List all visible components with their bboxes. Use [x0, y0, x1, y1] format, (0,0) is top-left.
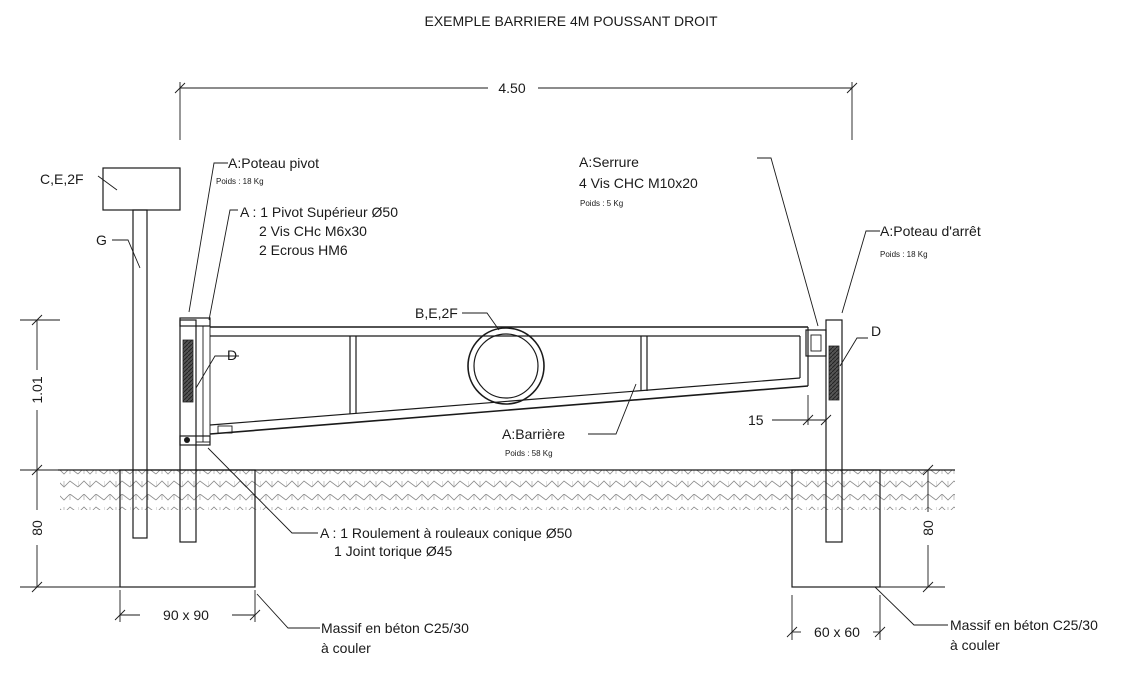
pad-right-label: D — [871, 323, 881, 339]
pivot-post-label: A:Poteau pivot — [228, 155, 319, 171]
lock-label: A:Serrure — [579, 154, 639, 170]
bearing-line-2: 1 Joint torique Ø45 — [334, 543, 453, 559]
pivot-top-line-3: 2 Ecrous HM6 — [259, 242, 348, 258]
footing-right-label: 60 x 60 — [814, 624, 860, 640]
stop-post-weight: Poids : 18 Kg — [880, 250, 928, 259]
pivot-post-weight: Poids : 18 Kg — [216, 177, 264, 186]
lock-weight: Poids : 5 Kg — [580, 199, 623, 208]
bearing-line-1: A : 1 Roulement à rouleaux conique Ø50 — [320, 525, 572, 541]
drawing-title: EXEMPLE BARRIERE 4M POUSSANT DROIT — [424, 13, 717, 29]
barrier-label: A:Barrière — [502, 426, 565, 442]
depth-dimension-left: 80 — [20, 470, 120, 593]
concrete-footing-left — [119, 469, 256, 588]
pole-label: G — [96, 232, 107, 248]
control-box — [102, 167, 181, 211]
depth-label-left: 80 — [29, 520, 45, 536]
height-dimension: 1.01 — [20, 314, 60, 476]
barrier-arm — [209, 326, 827, 435]
concrete-footing-right — [791, 469, 881, 588]
leader-lines — [97, 157, 948, 629]
concrete-right-line-1: Massif en béton C25/30 — [950, 617, 1098, 633]
concrete-left-line-2: à couler — [321, 640, 371, 656]
gap-label: 15 — [748, 412, 764, 428]
lock-screws-label: 4 Vis CHC M10x20 — [579, 175, 698, 191]
stop-post — [825, 319, 843, 543]
footing-left-label: 90 x 90 — [163, 607, 209, 623]
pivot-top-line-1: A : 1 Pivot Supérieur Ø50 — [240, 204, 398, 220]
barrier-weight: Poids : 58 Kg — [505, 449, 553, 458]
footing-dimension-right: 60 x 60 — [786, 595, 886, 640]
overall-width-dimension: 4.50 — [174, 80, 858, 140]
stop-post-label: A:Poteau d'arrêt — [880, 223, 981, 239]
control-box-label: C,E,2F — [40, 171, 84, 187]
concrete-right-line-2: à couler — [950, 637, 1000, 653]
pivot-post — [179, 317, 211, 543]
light-label: B,E,2F — [415, 305, 458, 321]
concrete-left-line-1: Massif en béton C25/30 — [321, 620, 469, 636]
depth-label-right: 80 — [920, 520, 936, 536]
warning-light — [467, 327, 545, 405]
pad-left-label: D — [227, 347, 237, 363]
footing-dimension-left: 90 x 90 — [114, 590, 261, 623]
gap-dimension: 15 — [748, 395, 832, 428]
pivot-top-line-2: 2 Vis CHc M6x30 — [259, 223, 367, 239]
depth-dimension-right: 80 — [880, 464, 945, 593]
ground — [58, 469, 955, 510]
height-label: 1.01 — [29, 376, 45, 403]
overall-width-label: 4.50 — [498, 80, 525, 96]
